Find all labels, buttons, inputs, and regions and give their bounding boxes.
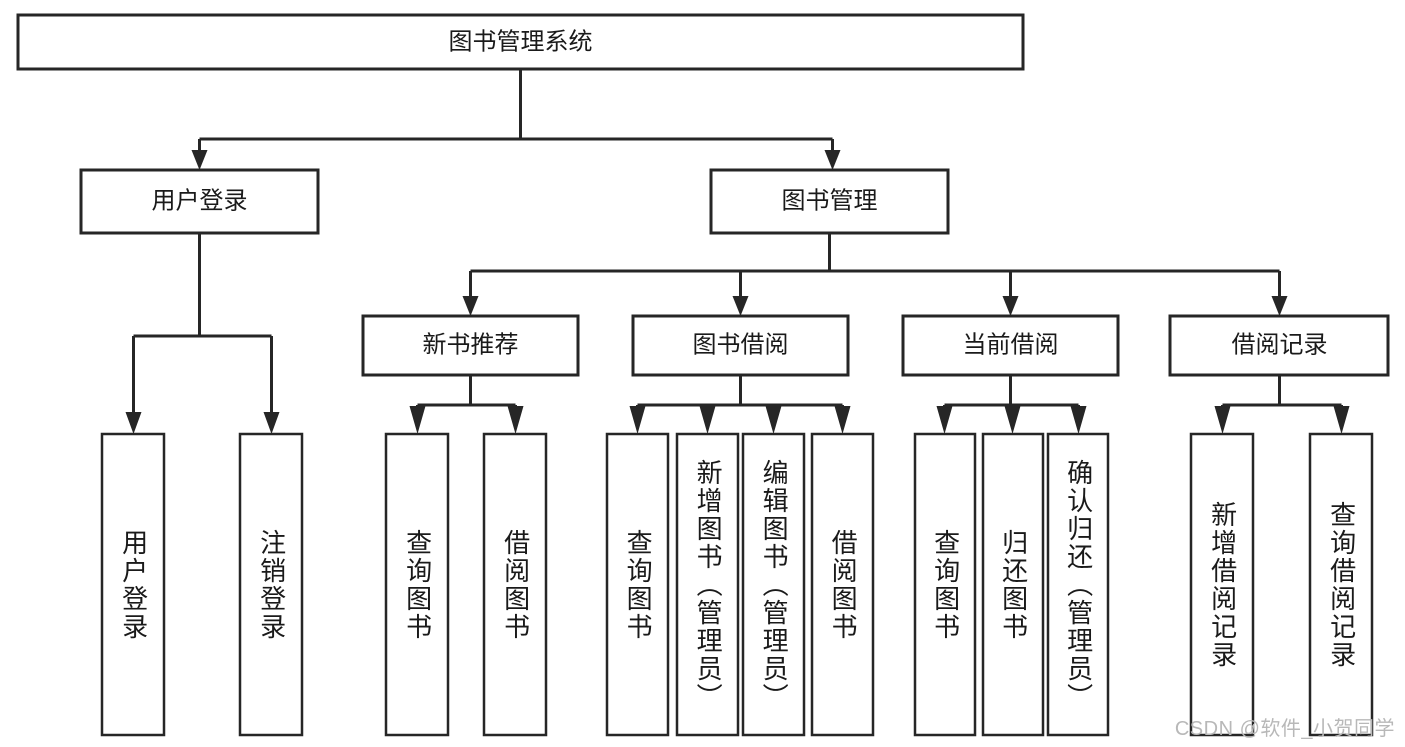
leaf-return-book-box[interactable] — [981, 432, 1045, 737]
arrowhead-leaf-borrow-book — [834, 406, 851, 434]
connector-layer — [125, 69, 1350, 434]
node-book-borrow[interactable]: 图书借阅 — [631, 314, 850, 377]
leaf-logout-login-box[interactable] — [238, 432, 304, 737]
arrowhead-book-manage — [824, 150, 841, 170]
arrowhead-current-borrow — [1002, 296, 1019, 316]
arrowhead-user-login — [191, 150, 208, 170]
node-root-label: 图书管理系统 — [449, 28, 593, 55]
node-book-manage-box[interactable] — [709, 168, 950, 235]
arrowhead-leaf-confirm-return — [1070, 406, 1087, 434]
connector-newbook-to-leaves — [409, 375, 524, 434]
node-user-login-box[interactable] — [79, 168, 320, 235]
connector-borrowrecord-to-leaves — [1214, 375, 1350, 434]
arrowhead-leaf-user-login — [125, 412, 142, 434]
node-user-login-label: 用户登录 — [152, 187, 248, 214]
arrowhead-leaf-query-book-borrow — [629, 406, 646, 434]
arrowhead-new-book — [462, 296, 479, 316]
node-book-borrow-box[interactable] — [631, 314, 850, 377]
leaf-borrow-book-recommend-box[interactable] — [482, 432, 548, 737]
connector-bookmanage-to-level3 — [462, 233, 1288, 316]
leaf-query-borrow-record-box[interactable] — [1308, 432, 1374, 737]
watermark-text: CSDN @软件_小贺同学 — [1174, 718, 1395, 740]
arrowhead-leaf-logout-login — [263, 412, 280, 434]
node-book-manage[interactable]: 图书管理 — [709, 168, 950, 235]
leaf-query-book-recommend-box[interactable] — [384, 432, 450, 737]
arrowhead-leaf-query-book-current — [936, 406, 953, 434]
arrowhead-leaf-return-book — [1004, 406, 1021, 434]
leaf-query-book-current-box[interactable] — [913, 432, 977, 737]
node-current-borrow[interactable]: 当前借阅 — [901, 314, 1120, 377]
node-root[interactable]: 图书管理系统 — [16, 13, 1025, 71]
leaf-add-borrow-record-box[interactable] — [1189, 432, 1255, 737]
arrowhead-borrow-record — [1271, 296, 1288, 316]
leaf-borrow-book-box[interactable] — [810, 432, 875, 737]
node-new-book-recommend-label: 新书推荐 — [423, 331, 519, 358]
leaf-boxes — [100, 432, 1374, 737]
arrowhead-leaf-add-book — [699, 406, 716, 434]
arrowhead-leaf-add-borrow-record — [1214, 406, 1231, 434]
connector-root-to-level2 — [191, 69, 841, 170]
arrowhead-leaf-query-book-recommend — [409, 406, 426, 434]
node-book-borrow-label: 图书借阅 — [693, 331, 789, 358]
node-book-manage-label: 图书管理 — [782, 187, 878, 214]
node-new-book-recommend-box[interactable] — [361, 314, 580, 377]
node-layer: 图书管理系统 用户登录 图书管理 新书推荐 图书借阅 — [16, 13, 1390, 737]
leaf-add-book-box[interactable] — [675, 432, 740, 737]
connector-userlogin-to-leaves — [125, 233, 280, 434]
node-current-borrow-label: 当前借阅 — [963, 331, 1059, 358]
node-user-login[interactable]: 用户登录 — [79, 168, 320, 235]
leaf-edit-book-box[interactable] — [741, 432, 806, 737]
node-root-box[interactable] — [16, 13, 1025, 71]
connector-bookborrow-to-leaves — [629, 375, 851, 434]
leaf-query-book-borrow-box[interactable] — [605, 432, 670, 737]
arrowhead-leaf-edit-book — [765, 406, 782, 434]
node-borrow-record-box[interactable] — [1168, 314, 1390, 377]
arrowhead-leaf-query-borrow-record — [1333, 406, 1350, 434]
connector-currentborrow-to-leaves — [936, 375, 1087, 434]
node-current-borrow-box[interactable] — [901, 314, 1120, 377]
arrowhead-book-borrow — [732, 296, 749, 316]
leaf-user-login-box[interactable] — [100, 432, 166, 737]
node-borrow-record[interactable]: 借阅记录 — [1168, 314, 1390, 377]
leaf-confirm-return-box[interactable] — [1046, 432, 1110, 737]
node-new-book-recommend[interactable]: 新书推荐 — [361, 314, 580, 377]
arrowhead-leaf-borrow-book-recommend — [507, 406, 524, 434]
node-borrow-record-label: 借阅记录 — [1232, 331, 1328, 358]
